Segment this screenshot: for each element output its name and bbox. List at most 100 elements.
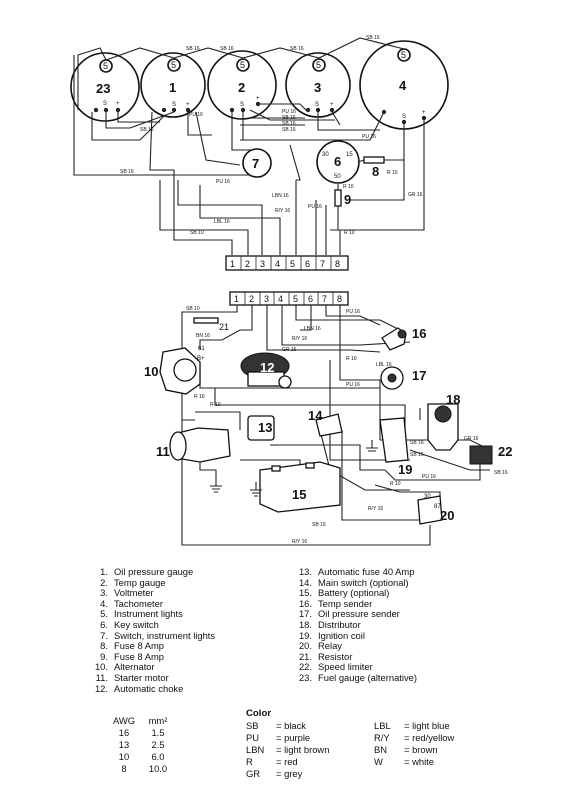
terminal-mark: S — [240, 102, 244, 108]
speed-limiter-22 — [469, 445, 493, 465]
terminal-mark: 87 — [434, 504, 441, 510]
gauge-23 — [70, 52, 140, 122]
wiring-diagram: 5 5 5 5 5 23 1 2 3 4 S + S + S + S + S + — [70, 35, 512, 546]
wire-label: R 10 — [343, 184, 354, 190]
terminal-number: 8 — [337, 294, 342, 304]
component-label: 13 — [258, 420, 272, 435]
legend-item: 8.Fuse 8 Amp — [100, 640, 165, 652]
legend-item: 9.Fuse 8 Amp — [100, 650, 165, 662]
legend-item: 5.Instrument lights — [100, 608, 183, 620]
terminal-number: 2 — [245, 259, 250, 269]
gauge-2 — [207, 50, 277, 120]
wire-label: PU 16 — [346, 309, 360, 315]
terminal-mark: 50 — [334, 174, 341, 180]
terminal-mark: 61 — [198, 346, 205, 352]
ignition-coil-19 — [379, 417, 409, 463]
component-label: 11 — [156, 444, 170, 459]
terminal-number: 6 — [308, 294, 313, 304]
legend-item: 4.Tachometer — [100, 597, 163, 609]
legend-item: 6.Key switch — [100, 618, 159, 630]
color-item: LBN= light brown — [246, 744, 330, 755]
terminal-mark: + — [116, 101, 120, 107]
gauge-terminal-posts — [93, 101, 427, 125]
terminal-number: 4 — [278, 294, 283, 304]
legend-item: 17.Oil pressure sender — [298, 608, 400, 620]
main-switch-14 — [315, 413, 343, 437]
terminal-number: 5 — [290, 259, 295, 269]
color-item: GR= grey — [246, 768, 303, 779]
color-item: R= red — [246, 756, 298, 767]
wire-label: SB 16 — [282, 121, 296, 127]
wire-label: SB 16 — [282, 127, 296, 133]
component-label: 15 — [292, 487, 306, 502]
auto-fuse-13 — [247, 415, 275, 441]
color-item: LBL= light blue — [374, 720, 450, 731]
wire-label: R 10 — [346, 356, 357, 362]
legend-item: 10.Alternator — [94, 661, 155, 673]
legend-item: 15.Battery (optional) — [298, 587, 390, 599]
terminal-mark: 15 — [346, 152, 353, 158]
color-item: R/Y= red/yellow — [374, 732, 455, 743]
wire-label: PU 16 — [216, 179, 230, 185]
legend-item: 18.Distributor — [298, 618, 361, 630]
component-label: 6 — [334, 154, 341, 169]
terminal-block-bottom — [229, 291, 349, 306]
legend-item: 22.Speed limiter — [298, 661, 373, 673]
terminal-mark: S — [172, 102, 176, 108]
wire-label: SB 16 — [282, 115, 296, 121]
resistor-21 — [193, 317, 219, 324]
terminal-mark: 30 — [322, 152, 329, 158]
terminal-mark: + — [422, 110, 426, 116]
wire-label: SB 16 — [140, 127, 154, 133]
instrument-panel: 5 5 5 5 5 23 1 2 3 4 S + S + S + S + S + — [70, 35, 449, 271]
wire-label: R/Y 16 — [368, 506, 383, 512]
terminal-number: 3 — [264, 294, 269, 304]
component-label: 22 — [498, 444, 512, 459]
legend-item: 19.Ignition coil — [298, 629, 365, 641]
terminal-block-top — [225, 255, 349, 271]
relay-20 — [417, 495, 443, 525]
component-label: 12 — [260, 360, 274, 375]
gauge-label: 4 — [399, 78, 407, 93]
legend-item: 7.Switch, instrument lights — [100, 629, 216, 641]
terminal-mark: S — [315, 102, 319, 108]
color-item: W= white — [374, 756, 434, 767]
terminal-mark: B+ — [197, 356, 205, 362]
light-switch-7 — [242, 148, 272, 178]
fuse-8 — [363, 156, 385, 164]
terminal-mark: + — [330, 102, 334, 108]
battery-15 — [259, 461, 341, 513]
color-legend-title: Color — [246, 708, 272, 719]
legend-item: 1.Oil pressure gauge — [100, 566, 194, 577]
awg-header: AWG mm² — [113, 715, 168, 726]
component-label: 19 — [398, 462, 412, 477]
wire-label: GR 16 — [282, 347, 297, 353]
component-label: 16 — [412, 326, 426, 341]
terminal-number: 4 — [275, 259, 280, 269]
wire-label: SB 10 — [190, 230, 204, 236]
wire-label: R 10 — [194, 394, 205, 400]
terminal-number: 8 — [335, 259, 340, 269]
terminal-mark: 30 — [424, 494, 431, 500]
legend-item: 20.Relay — [298, 640, 342, 652]
wire-label: SB 10 — [186, 306, 200, 312]
color-item: BN= brown — [374, 744, 438, 755]
bulb-mark: 5 — [401, 50, 406, 60]
wire-label: SB 16 — [312, 522, 326, 528]
component-legend-left: 1.Oil pressure gauge 2.Temp gauge 3.Volt… — [94, 566, 216, 694]
wire-label: R/Y 16 — [275, 208, 290, 214]
terminal-number: 1 — [234, 294, 239, 304]
wire-label: PU 16 — [282, 109, 296, 115]
component-label: 17 — [412, 368, 426, 383]
wire-label: PU 16 — [422, 474, 436, 480]
component-label: 9 — [344, 192, 351, 207]
engine-harness: 1 2 3 4 5 6 7 8 21 — [144, 291, 512, 546]
bulb-mark: 5 — [171, 60, 176, 70]
terminal-mark: + — [256, 96, 260, 102]
color-item: SB= black — [246, 720, 306, 731]
gauge-label: 1 — [169, 80, 176, 95]
wire-label: R 10 — [390, 481, 401, 487]
